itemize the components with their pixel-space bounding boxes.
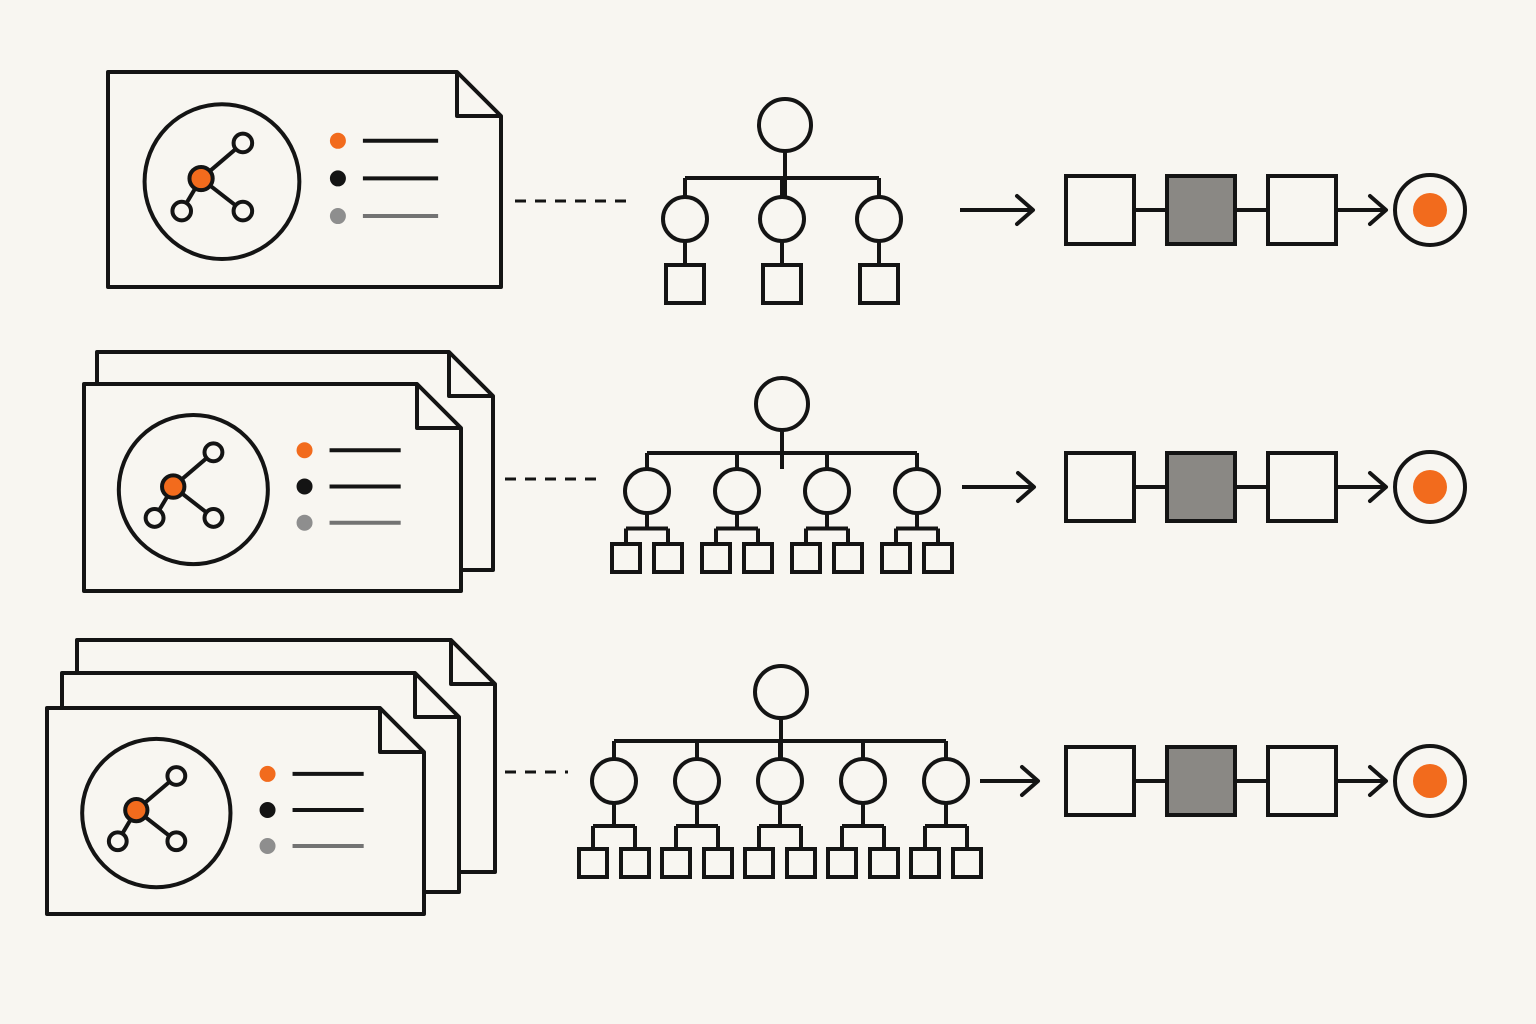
tree-leaf-node xyxy=(610,542,642,574)
bullet-dot xyxy=(296,514,313,531)
bullet-dot xyxy=(259,801,276,818)
bullet-dot xyxy=(329,132,346,149)
tree-leaf-node xyxy=(742,542,774,574)
document-fold xyxy=(455,72,501,118)
pipeline-step xyxy=(1064,745,1136,817)
pipeline-step-filled xyxy=(1165,745,1237,817)
tree-leaf-node xyxy=(880,542,912,574)
row-3 xyxy=(45,638,1467,916)
tree-leaf-node xyxy=(832,542,864,574)
bullet-dot xyxy=(259,838,276,855)
tree-leaf-node xyxy=(619,847,651,879)
tree-leaf-node xyxy=(826,847,858,879)
network-graph-icon xyxy=(142,102,302,262)
tree-leaf-node xyxy=(652,542,684,574)
graph-node xyxy=(231,131,255,155)
tree-leaf-node xyxy=(785,847,817,879)
pipeline-step xyxy=(1064,451,1136,523)
tree-child-node xyxy=(855,195,903,243)
pipeline-step xyxy=(1266,745,1338,817)
document-fold xyxy=(449,640,495,686)
pipeline-step-filled xyxy=(1165,451,1237,523)
bullet-dot xyxy=(329,208,346,225)
graph-node xyxy=(170,199,194,223)
row-2 xyxy=(82,350,1467,593)
tree-child-node xyxy=(803,467,851,515)
network-graph-icon xyxy=(80,736,233,890)
network-graph-icon xyxy=(116,413,270,567)
graph-hub-node xyxy=(160,473,187,500)
graph-node xyxy=(202,506,225,529)
tree-leaf-node xyxy=(577,847,609,879)
tree-child-node xyxy=(673,757,721,805)
target-center xyxy=(1413,764,1447,798)
tree-leaf-node xyxy=(858,263,900,305)
tree-child-node xyxy=(922,757,970,805)
row-1 xyxy=(106,70,1467,305)
bullet-dot xyxy=(329,170,346,187)
pipeline-arrow-head xyxy=(1368,194,1388,226)
bullet-dot xyxy=(296,442,313,459)
target-center xyxy=(1413,470,1447,504)
tree-child-node xyxy=(590,757,638,805)
graph-node xyxy=(106,830,129,853)
graph-node xyxy=(231,199,255,223)
flow-arrow-head xyxy=(1015,194,1035,226)
document-fold xyxy=(413,673,459,719)
pipeline-arrow-head xyxy=(1368,471,1388,503)
tree-leaf-node xyxy=(743,847,775,879)
document-fold xyxy=(447,352,493,398)
tree-leaf-node xyxy=(922,542,954,574)
graph-node xyxy=(165,765,188,787)
tree-leaf-node xyxy=(790,542,822,574)
graph-node xyxy=(143,506,166,529)
tree-leaf-node xyxy=(660,847,692,879)
graph-node xyxy=(202,441,225,464)
tree-leaf-node xyxy=(700,542,732,574)
tree-leaf-node xyxy=(909,847,941,879)
tree-leaf-node xyxy=(664,263,706,305)
graph-node xyxy=(165,830,188,853)
pipeline-arrow-head xyxy=(1368,765,1388,797)
tree-child-node xyxy=(758,195,806,243)
pipeline-step xyxy=(1266,174,1338,246)
flow-arrow-head xyxy=(1020,765,1040,797)
tree-leaf-node xyxy=(702,847,734,879)
tree-child-node xyxy=(839,757,887,805)
tree-child-node xyxy=(623,467,671,515)
tree-leaf-node xyxy=(761,263,803,305)
target-center xyxy=(1413,193,1447,227)
tree-child-node xyxy=(756,757,804,805)
tree-child-node xyxy=(893,467,941,515)
rows xyxy=(45,70,1467,916)
document-sheet xyxy=(82,382,463,593)
document-fold xyxy=(415,384,461,430)
tree-child-node xyxy=(661,195,709,243)
bullet-dot xyxy=(296,478,313,495)
bullet-dot xyxy=(259,765,276,782)
tree-leaf-node xyxy=(868,847,900,879)
pipeline-step xyxy=(1064,174,1136,246)
document-fold xyxy=(378,708,424,754)
flow-arrow-head xyxy=(1016,471,1036,503)
pipeline-step xyxy=(1266,451,1338,523)
graph-hub-node xyxy=(123,796,150,824)
graph-hub-node xyxy=(187,164,215,193)
pipeline-step-filled xyxy=(1165,174,1237,246)
document-sheet xyxy=(45,706,426,916)
tree-leaf-node xyxy=(951,847,983,879)
document-sheet xyxy=(106,70,503,289)
tree-child-node xyxy=(713,467,761,515)
